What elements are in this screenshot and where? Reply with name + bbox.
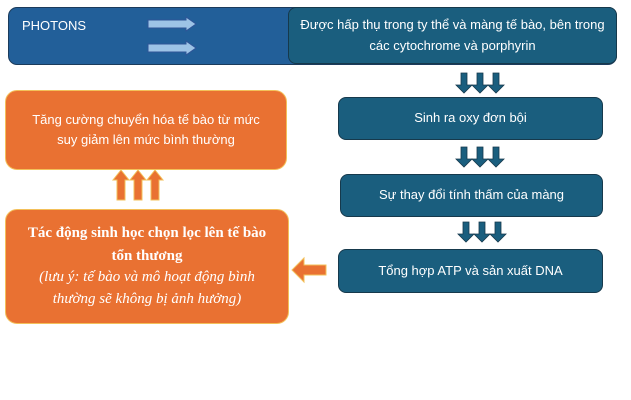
down-arrows-icon bbox=[455, 72, 505, 94]
absorption-text: Được hấp thụ trong ty thể và màng tế bào… bbox=[300, 17, 605, 53]
outcome-box: Tăng cường chuyển hóa tế bào từ mức suy … bbox=[5, 90, 287, 170]
outcome-text: Tăng cường chuyển hóa tế bào từ mức suy … bbox=[32, 111, 260, 147]
down-arrows-icon bbox=[455, 146, 505, 168]
effect-title: Tác động sinh học chọn lọc lên tế bào tổ… bbox=[27, 225, 267, 264]
photons-label: PHOTONS bbox=[22, 18, 87, 33]
absorption-box: Được hấp thụ trong ty thể và màng tế bào… bbox=[288, 7, 617, 64]
up-arrows-icon bbox=[111, 169, 165, 201]
right-arrow-icon bbox=[147, 40, 197, 56]
step-label: Sinh ra oxy đơn bội bbox=[414, 110, 527, 126]
right-arrow-icon bbox=[147, 16, 197, 32]
step-box-singlet-oxygen: Sinh ra oxy đơn bội bbox=[338, 97, 603, 140]
step-label: Tổng hợp ATP và sản xuất DNA bbox=[378, 262, 563, 278]
effect-box: Tác động sinh học chọn lọc lên tế bào tổ… bbox=[5, 209, 289, 324]
effect-note: (lưu ý: tế bào và mô hoạt động bình thườ… bbox=[39, 269, 255, 307]
down-arrows-icon bbox=[457, 221, 507, 243]
left-arrow-icon bbox=[291, 256, 327, 284]
step-box-membrane: Sự thay đổi tính thấm của màng bbox=[340, 174, 603, 217]
step-label: Sự thay đổi tính thấm của màng bbox=[378, 187, 565, 203]
step-box-atp: Tổng hợp ATP và sản xuất DNA bbox=[338, 249, 603, 293]
